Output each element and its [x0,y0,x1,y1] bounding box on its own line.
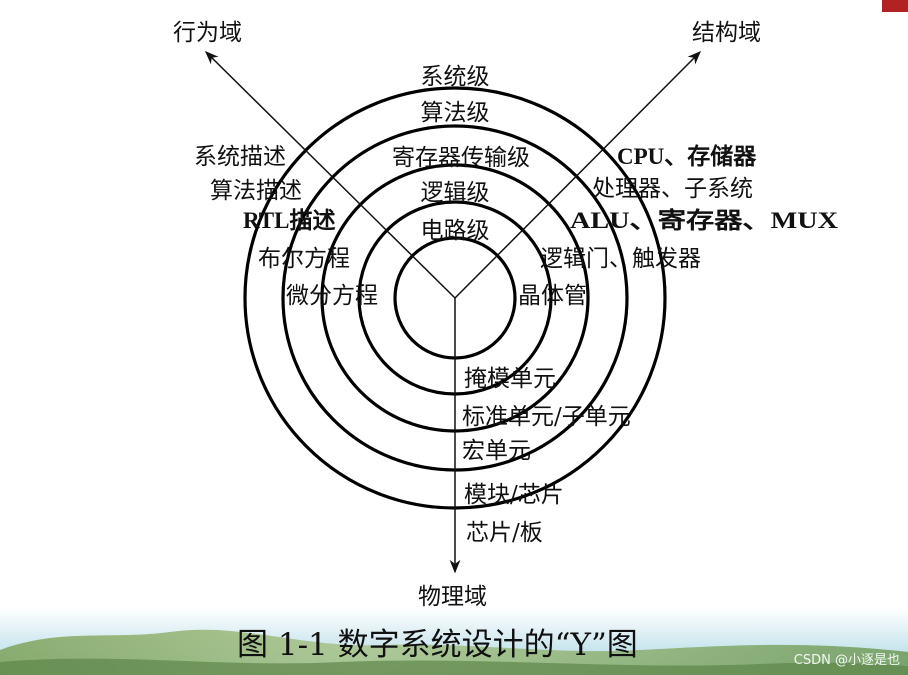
level-label: 逻辑级 [421,180,490,206]
level-label: 算法级 [421,100,490,126]
watermark: CSDN @小逐是也 [794,653,900,668]
structure-item: 逻辑门、触发器 [540,246,701,272]
physical-item: 掩模单元 [464,366,556,392]
physical-item: 标准单元/子单元 [462,404,631,430]
level-label: 系统级 [421,64,490,90]
structure-domain-label: 结构域 [692,20,761,46]
behavior-item: 布尔方程 [258,246,350,272]
behavior-item: 算法描述 [210,178,302,204]
structure-item: 晶体管 [518,283,587,309]
behavior-items: 系统描述 算法描述 RTL描述 布尔方程 微分方程 [194,144,378,309]
structure-item: ALU、寄存器、MUX [570,207,838,233]
behavior-item: 微分方程 [286,283,378,309]
behavior-item: 系统描述 [194,144,286,170]
structure-item: 处理器、子系统 [592,176,753,202]
physical-item: 宏单元 [462,438,531,464]
physical-item: 芯片/板 [466,520,543,546]
structure-item: CPU、存储器 [617,143,757,169]
behavior-item: RTL描述 [243,208,335,233]
level-label: 寄存器传输级 [392,145,530,171]
level-label: 电路级 [421,218,490,244]
physical-domain-label: 物理域 [418,584,487,610]
physical-item: 模块/芯片 [464,482,564,508]
behavior-domain-label: 行为域 [173,20,242,46]
figure-caption: 图 1-1 数字系统设计的“Y”图 [237,627,638,663]
